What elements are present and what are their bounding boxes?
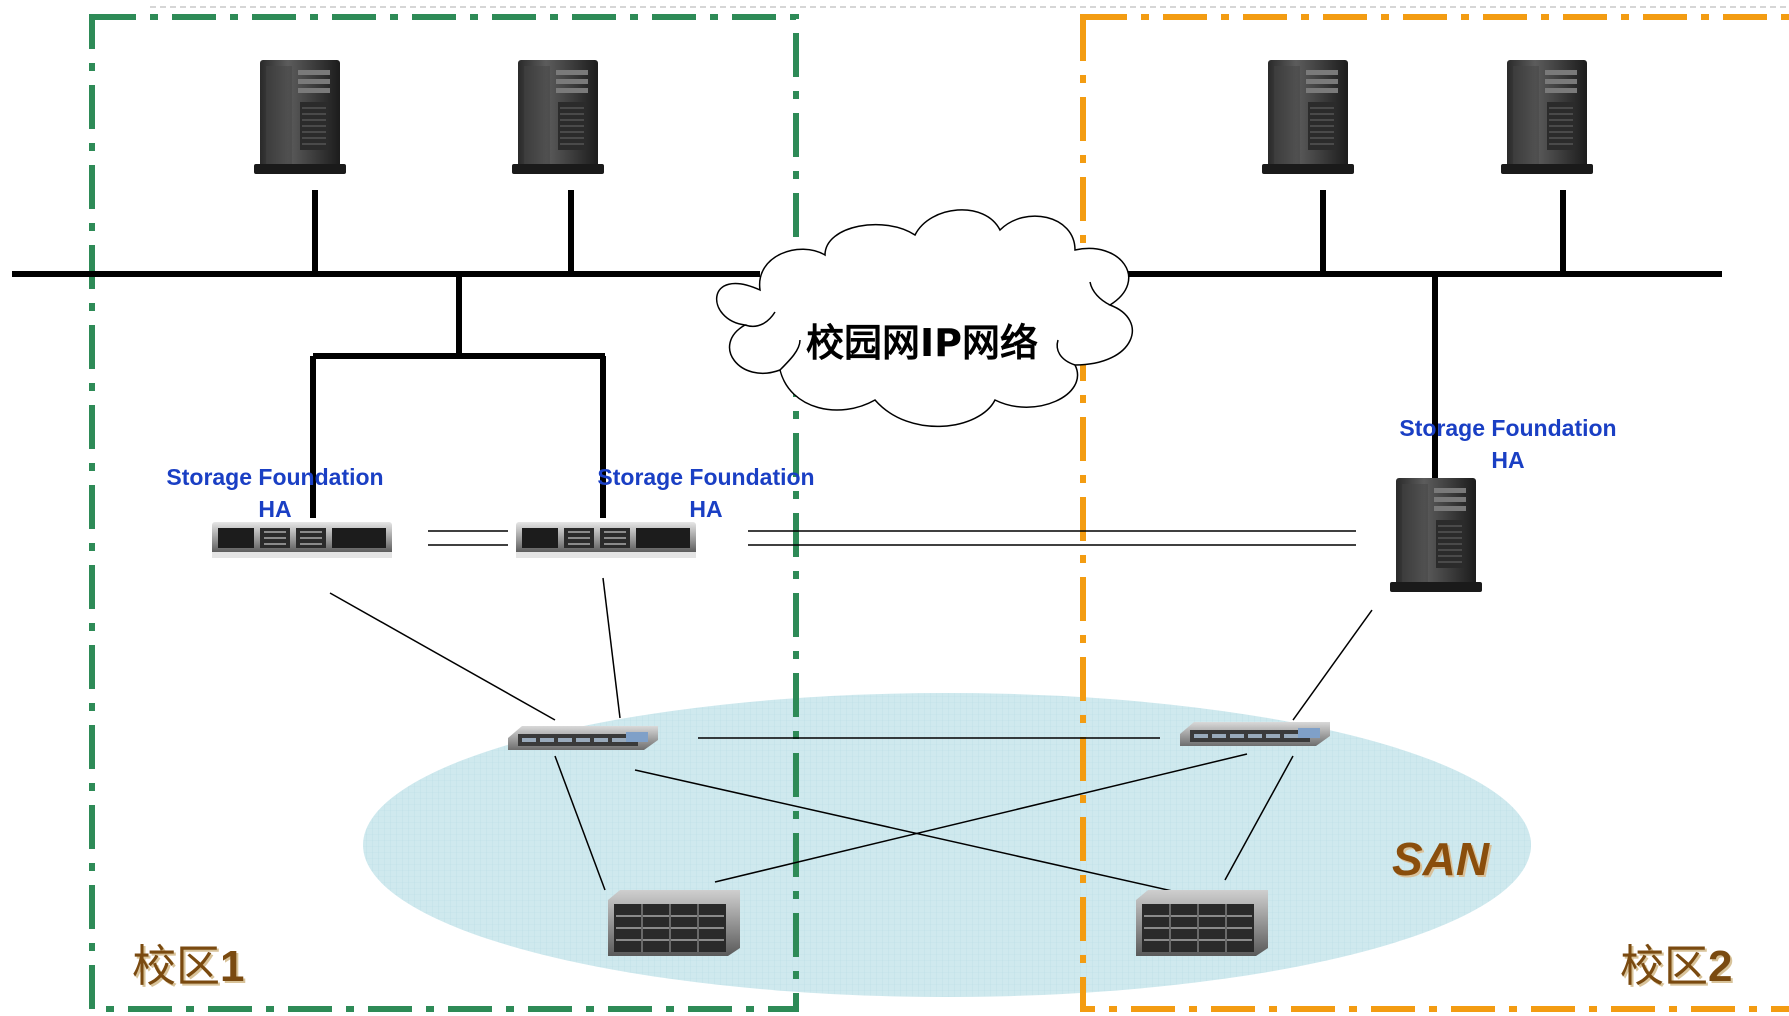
tower-server-icon [1500,59,1594,175]
campus-2-label: 校区2 [1620,930,1732,994]
tower-server-icon [511,59,605,175]
node-label-line1: Storage Foundation [166,464,384,490]
tower-server-icon [1261,59,1355,175]
fc-switch-icon [1178,720,1332,748]
campus-1-label-number: 1 [220,942,245,991]
rack-server-icon [211,521,393,559]
node-label-line1: Storage Foundation [597,464,815,490]
node-label-line2: HA [689,496,723,522]
tower-server-icon [1389,477,1483,593]
fc-links [329,577,1373,896]
disk-array-icon [607,889,741,957]
heartbeat-links [428,530,1356,546]
ip-backbone [12,190,1722,518]
campus-1-label-prefix: 校区 [132,941,220,992]
network-label: 校园网IP网络 [806,321,1038,365]
rack-server-icon [515,521,697,559]
cluster-node-label: Storage Foundation HA [1358,412,1658,476]
cluster-node-label: Storage Foundation HA [556,461,856,525]
tower-server-icon [253,59,347,175]
cluster-node-label: Storage Foundation HA [125,461,425,525]
campus-1-boundary [89,14,799,1012]
campus-1-label: 校区1 [132,930,244,994]
node-label-line2: HA [1491,447,1525,473]
campus-2-label-number: 2 [1708,942,1733,991]
san-label: SAN [1392,833,1490,885]
node-label-line1: Storage Foundation [1399,415,1617,441]
node-label-line2: HA [258,496,292,522]
cloud-icon [715,209,1134,428]
fc-switch-icon [506,724,660,752]
campus-2-boundary [1080,14,1789,1012]
campus-2-label-prefix: 校区 [1620,941,1708,992]
disk-array-icon [1135,889,1269,957]
